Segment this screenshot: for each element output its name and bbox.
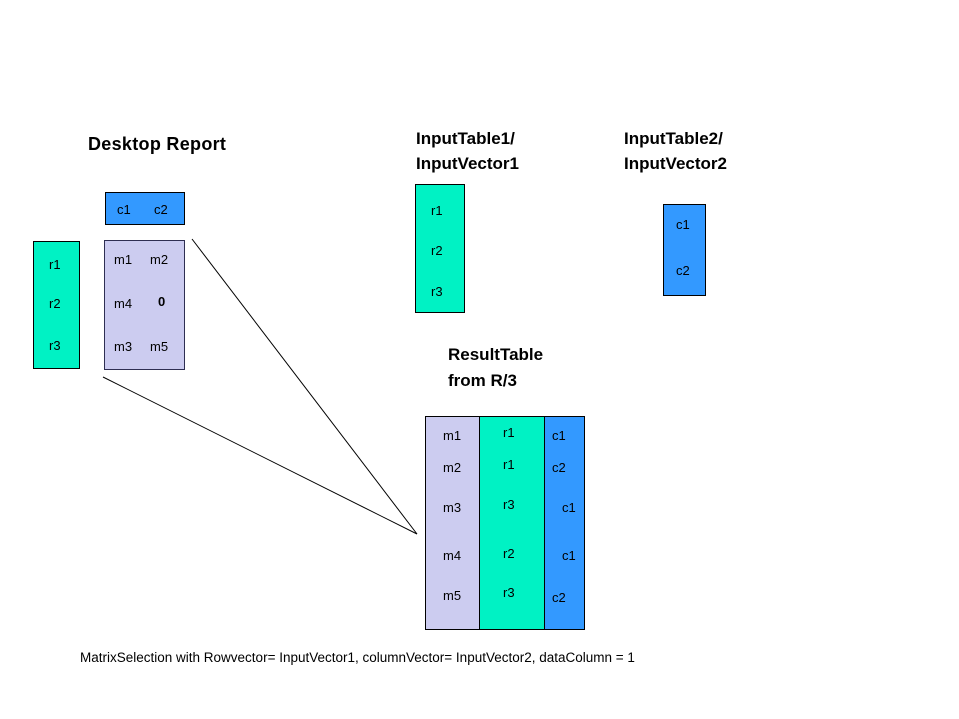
desktop-report-title: Desktop Report [88,134,227,154]
matrix-cell-m1: m1 [114,252,133,267]
matrix-cell-m5: m5 [150,339,169,354]
result-row-2: r1 [503,457,515,472]
result-data-m4: m4 [443,548,462,563]
result-data-column: m1 m2 m3 m4 m5 [425,416,480,630]
result-row-3: r3 [503,497,515,512]
input-vector1-r1-label: r1 [431,203,443,218]
matrix-cell-m2: m2 [150,252,169,267]
result-col-5: c2 [552,590,566,605]
input-vector2-box: c1 c2 [663,204,706,296]
matrix-cell-m3: m3 [114,339,133,354]
input-vector2-c1-label: c1 [676,217,690,232]
input-vector1-r3-label: r3 [431,284,443,299]
result-row-5: r3 [503,585,515,600]
column-header-c1-label: c1 [117,202,131,217]
result-row-1: r1 [503,425,515,440]
result-table-title: ResultTable from R/3 [448,342,543,394]
matrix-box: m1 m2 m4 0 m3 m5 [104,240,185,370]
input-vector2-c2-label: c2 [676,263,690,278]
row-vector-box: r1 r2 r3 [33,241,80,369]
result-col-2: c2 [552,460,566,475]
connector-line-bottom [102,376,418,535]
result-table-title-line2: from R/3 [448,371,517,390]
matrix-cell-m4: m4 [114,296,133,311]
result-data-m3: m3 [443,500,462,515]
input-table1-title-line2: InputVector1 [416,154,519,173]
input-vector1-r2-label: r2 [431,243,443,258]
column-header-box: c1 c2 [105,192,185,225]
column-header-c2-label: c2 [154,202,168,217]
row-vector-r1-label: r1 [49,257,61,272]
result-data-m2: m2 [443,460,462,475]
input-table2-title: InputTable2/ InputVector2 [624,126,727,176]
result-table: m1 m2 m3 m4 m5 r1 r1 r3 r2 r3 c1 c2 c1 c… [425,416,585,630]
input-table1-title-line1: InputTable1/ [416,129,515,148]
result-column-vector-column: c1 c2 c1 c1 c2 [544,416,585,630]
caption-text: MatrixSelection with Rowvector= InputVec… [80,650,635,665]
result-row-vector-column: r1 r1 r3 r2 r3 [479,416,545,630]
result-data-m5: m5 [443,588,462,603]
result-data-m1: m1 [443,428,462,443]
result-table-title-line1: ResultTable [448,345,544,364]
matrix-cell-zero: 0 [158,294,166,309]
row-vector-r3-label: r3 [49,338,61,353]
input-vector1-box: r1 r2 r3 [415,184,465,313]
row-vector-r2-label: r2 [49,296,61,311]
input-table1-title: InputTable1/ InputVector1 [416,126,519,176]
result-col-4: c1 [562,548,576,563]
result-row-4: r2 [503,546,515,561]
input-table2-title-line1: InputTable2/ [624,129,723,148]
result-col-3: c1 [562,500,576,515]
connector-line-top [191,238,418,535]
result-col-1: c1 [552,428,566,443]
input-table2-title-line2: InputVector2 [624,154,727,173]
